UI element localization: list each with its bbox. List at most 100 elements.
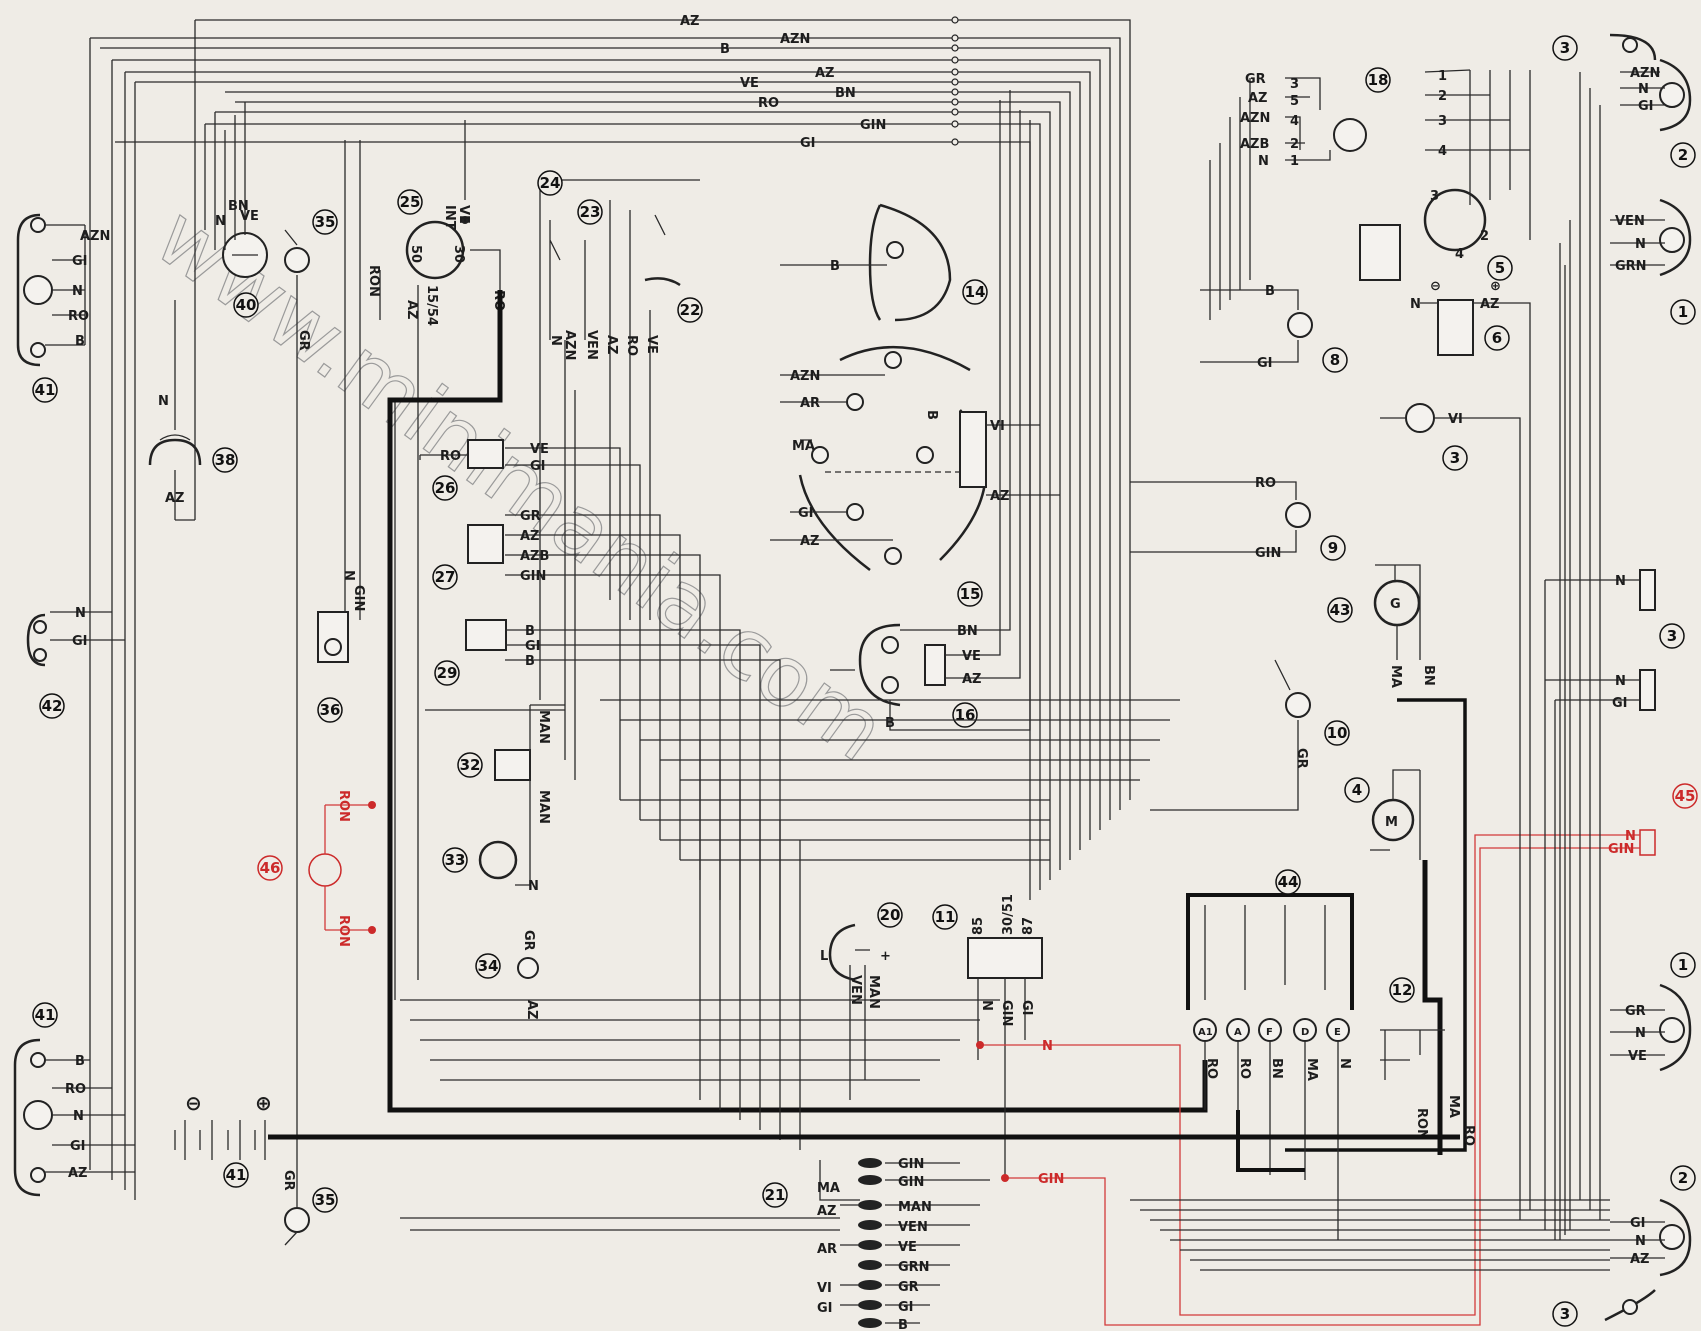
battery-minus: ⊖ (185, 1091, 202, 1115)
component-number: 9 (1328, 539, 1338, 557)
wire-label: GI (800, 136, 816, 151)
wire-label: A (1234, 1027, 1242, 1038)
lamp-10 (1200, 289, 1313, 363)
component-number: 22 (680, 301, 701, 319)
wire-label: GR (1294, 748, 1309, 769)
component-number: 27 (435, 568, 456, 586)
wire-label: VE (456, 205, 471, 224)
wire-label: B (1265, 284, 1275, 299)
wire-label: GR (1245, 72, 1266, 87)
wire-label: 87 (1021, 917, 1036, 935)
wire-label: GIN (1255, 546, 1281, 561)
component-marker (257, 855, 283, 881)
wiper-motor-15 (1209, 77, 1367, 320)
wire-label: N (1258, 154, 1269, 169)
component-marker (1327, 597, 1353, 623)
wire-label: N (158, 394, 169, 409)
component-number: 40 (236, 296, 257, 314)
component-marker (1275, 869, 1301, 895)
wire-label: MAN (898, 1200, 932, 1215)
wire-label: RO (1255, 476, 1276, 491)
wire-label: B (924, 410, 939, 420)
component-marker (957, 581, 983, 607)
wire-label: N (72, 284, 83, 299)
lamp-3-bottom (1604, 1289, 1656, 1322)
wire-label: B (720, 42, 730, 57)
wire-label: RON (1414, 1108, 1429, 1140)
wire-label: N (1410, 297, 1421, 312)
wire-label: N (75, 606, 86, 621)
wire-label: GR (281, 1170, 296, 1191)
wire-label: B (75, 1054, 85, 1069)
wire-label: + (880, 949, 891, 964)
wire-label: N (1337, 1058, 1352, 1069)
wire-label: GI (1638, 99, 1654, 114)
wire-label: 30/51 (1001, 894, 1016, 935)
component-number: 43 (1330, 601, 1351, 619)
component-number: 41 (35, 1006, 56, 1024)
wire-label: RON (336, 915, 351, 947)
wire-label: AZN (1240, 111, 1270, 126)
lamp-36 (317, 140, 361, 663)
wire-label: RO (1204, 1058, 1219, 1079)
wire-label: VE (530, 442, 549, 457)
component-marker (397, 189, 423, 215)
wire-label: GI (530, 459, 546, 474)
component-marker (212, 447, 238, 473)
component-marker (1672, 783, 1698, 809)
wire-label: N (1625, 829, 1636, 844)
lamp-35-bottom (284, 1180, 310, 1246)
component-number: 11 (935, 908, 956, 926)
red-wiring (976, 834, 1590, 1326)
component-marker (537, 170, 563, 196)
component-number: 3 (1667, 627, 1677, 645)
wire-label: 1 (1290, 154, 1299, 169)
wire-label: GIN (351, 585, 366, 611)
component-number: 4 (1352, 781, 1362, 799)
wire-label: AR (817, 1242, 837, 1257)
component-number: 45 (1675, 787, 1696, 805)
component-number: 35 (315, 1191, 336, 1209)
sensor-8 (1380, 403, 1521, 1220)
wire-label: E (1334, 1027, 1341, 1038)
connector-block-21 (819, 1158, 990, 1328)
wire-label: ⊕ (1490, 279, 1501, 294)
component-marker (434, 660, 460, 686)
lamp-16 (780, 203, 952, 322)
component-marker (457, 752, 483, 778)
wire-label: GR (898, 1280, 919, 1295)
wire-label: N (73, 1109, 84, 1124)
lamp-35-top (284, 229, 310, 1180)
wire-label: RO (440, 449, 461, 464)
horn-45 (1590, 829, 1656, 856)
sensor-46 (308, 801, 376, 934)
component-number: 44 (1278, 873, 1299, 891)
component-number: 25 (400, 193, 421, 211)
component-marker (442, 847, 468, 873)
regulator-44 (1186, 893, 1354, 1240)
wire-label: AZN (80, 229, 110, 244)
wire-label: MA (792, 439, 815, 454)
wire-label: D (1301, 1027, 1309, 1038)
component-number: 3 (1560, 39, 1570, 57)
wire-label: GRN (898, 1260, 930, 1275)
wire-label: VE (240, 209, 259, 224)
component-number: 15 (960, 585, 981, 603)
component-marker (223, 1162, 249, 1188)
wire-label: 85 (971, 917, 986, 935)
wire-label: AZN (790, 369, 820, 384)
wire-label: GIN (1038, 1172, 1064, 1187)
wire-label: VE (740, 76, 759, 91)
wire-label: GR (296, 330, 311, 351)
component-number: 10 (1327, 724, 1348, 742)
component-number: 38 (215, 451, 236, 469)
wire-label: VI (990, 419, 1005, 434)
sensor-37 (222, 102, 268, 278)
component-marker (932, 904, 958, 930)
wire-label: B (830, 259, 840, 274)
wire-label: AZ (815, 66, 835, 81)
component-number: 16 (955, 706, 976, 724)
wire-label: MA (817, 1181, 840, 1196)
component-marker (32, 377, 58, 403)
